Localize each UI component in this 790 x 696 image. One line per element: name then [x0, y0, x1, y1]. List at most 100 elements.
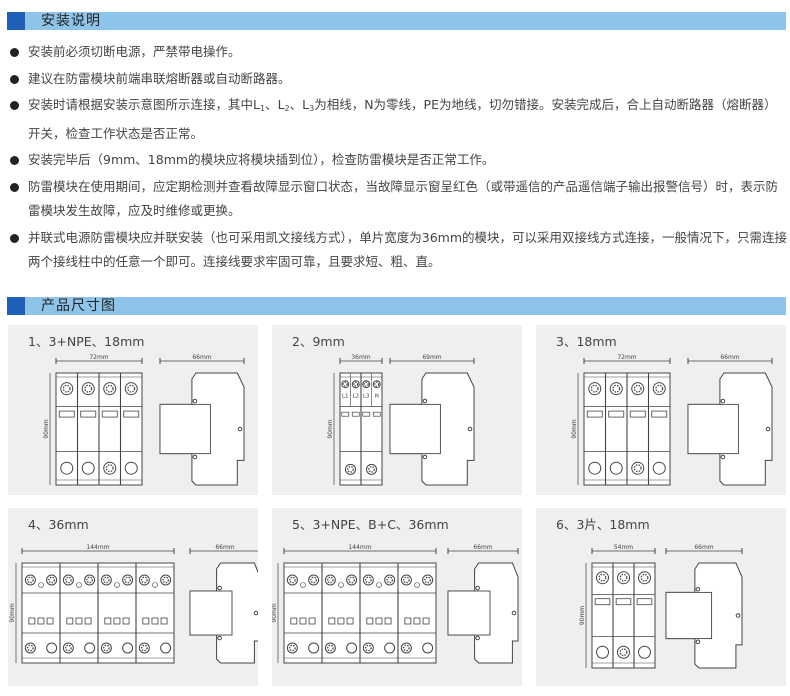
width-label: 36mm — [351, 354, 370, 361]
screw-head-icon — [62, 384, 71, 393]
instruction-text: 并联式电源防雷模块应并联安装（也可采用凯文接线方式），单片宽度为36mm的模块，… — [28, 229, 788, 270]
terminal-screw-icon — [138, 642, 150, 654]
instruction-item: 安装完毕后（9mm、18mm的模块应将模块插到位），检查防雷模块是否正常工作。 — [8, 148, 788, 173]
terminal-screw-icon — [122, 574, 134, 586]
rivet-icon — [720, 454, 726, 460]
terminal-screw-icon — [81, 461, 95, 475]
terminal-screw-icon — [308, 574, 320, 586]
indicator-window — [151, 617, 159, 625]
indicator-window — [351, 411, 360, 417]
rivet-icon — [217, 585, 222, 591]
width-label: 54mm — [614, 544, 633, 551]
terminal-screw-icon — [422, 642, 434, 654]
bullet-icon — [10, 48, 19, 57]
instruction-item: 安装前必须切断电源，严禁带电操作。 — [8, 40, 788, 65]
rivet-icon — [192, 398, 198, 404]
rivet-icon — [695, 639, 701, 645]
width-label: 144mm — [348, 544, 371, 551]
terminal-screw-icon — [366, 463, 377, 475]
side-cover — [189, 590, 233, 636]
instruction-text: 安装完毕后（9mm、18mm的模块应将模块插到位），检查防雷模块是否正常工作。 — [28, 152, 495, 167]
side-label: 66mm — [473, 544, 492, 551]
bullet-icon — [10, 182, 19, 192]
terminal-screw-icon — [384, 642, 396, 654]
height-label: 90mm — [272, 603, 278, 622]
rivet-icon — [237, 426, 243, 432]
terminal-screw-icon — [588, 382, 602, 396]
side-label: 66mm — [192, 354, 211, 361]
section-title: 产品尺寸图 — [41, 298, 116, 314]
terminal-screw-icon — [103, 461, 117, 475]
rivet-icon — [695, 586, 701, 592]
front-view: 144mm 90mm — [272, 544, 437, 664]
indicator-window — [615, 598, 632, 606]
screw-head-icon — [347, 465, 354, 473]
screw-head-icon — [26, 644, 34, 652]
indicator-window — [413, 617, 421, 625]
terminal-screw-icon — [422, 574, 434, 586]
screw-head-icon — [364, 644, 372, 652]
terminal-screw-icon — [596, 645, 609, 659]
terminal-label: L3 — [363, 394, 370, 400]
screw-head-icon — [127, 384, 136, 393]
side-cover — [687, 403, 739, 455]
rivet-icon — [253, 610, 258, 616]
screw-head-icon — [48, 576, 56, 584]
terminal-screw-icon — [124, 382, 138, 396]
screw-head-icon — [619, 573, 628, 582]
terminal-screw-icon — [596, 571, 609, 585]
screw-head-icon — [124, 576, 132, 584]
indicator-window — [404, 617, 412, 625]
indicator-window — [594, 598, 611, 606]
indicator-window — [366, 617, 374, 625]
screw-head-icon — [140, 576, 148, 584]
indicator-window — [101, 410, 118, 418]
indicator-window — [362, 411, 371, 417]
screw-head-icon — [140, 644, 148, 652]
screw-head-icon — [288, 576, 296, 584]
rivet-icon — [475, 585, 480, 591]
indicator-window — [586, 410, 603, 418]
bullet-icon — [10, 74, 19, 84]
dimension-drawing: 144mm 90mm 66mm — [272, 544, 519, 664]
terminal-screw-icon — [362, 574, 374, 586]
screw-head-icon — [26, 576, 34, 584]
height-label: 90mm — [43, 419, 50, 438]
indicator-window — [608, 410, 625, 418]
terminal-screw-icon — [100, 574, 112, 586]
instruction-item: 安装时请根据安装示意图所示连接，其中L1、L2、L3为相线，N为零线，PE为地线… — [8, 93, 788, 146]
terminal-screw-icon — [652, 461, 666, 475]
indicator-window — [308, 617, 316, 625]
installation-instructions: 安装前必须切断电源，严禁带电操作。 建议在防雷模块前端串联熔断器或自动断路器。 … — [8, 40, 788, 277]
terminal-screw-icon — [588, 461, 602, 475]
screw-head-icon — [105, 464, 114, 473]
screw-head-icon — [102, 644, 110, 652]
side-cover — [665, 591, 713, 640]
screw-head-icon — [633, 464, 642, 473]
marking-icon — [376, 582, 382, 588]
side-cover — [447, 590, 491, 636]
side-view: 66mm — [159, 354, 245, 486]
rivet-icon — [422, 398, 428, 404]
screw-head-icon — [402, 644, 410, 652]
instruction-item: 建议在防雷模块前端串联熔断器或自动断路器。 — [8, 67, 788, 92]
indicator-window — [636, 598, 653, 606]
side-view: 66mm — [447, 544, 519, 664]
screw-head-icon — [598, 573, 607, 582]
screw-head-icon — [424, 576, 432, 584]
side-view: 66mm — [665, 544, 743, 669]
terminal-screw-icon — [160, 574, 172, 586]
terminal-screw-icon — [24, 642, 36, 654]
terminal-screw-icon — [103, 382, 117, 396]
screw-head-icon — [86, 576, 94, 584]
terminal-screw-icon — [46, 642, 58, 654]
height-label: 90mm — [579, 606, 586, 625]
terminal-screw-icon — [346, 642, 358, 654]
height-label: 90mm — [327, 419, 334, 438]
